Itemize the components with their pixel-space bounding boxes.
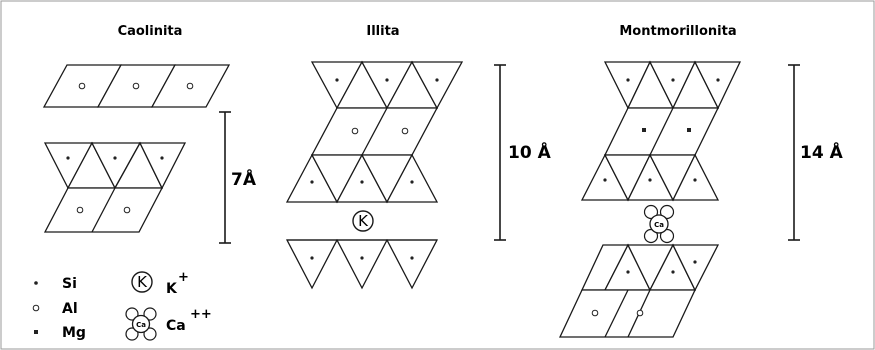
- kaolinite-tetrahedral-sheet: [43, 141, 187, 190]
- title-illite: Illita: [366, 24, 399, 39]
- illite-potassium-symbol: K: [358, 212, 369, 230]
- legend-potassium-charge: +: [178, 270, 189, 285]
- montmorillonite-top-tetrahedral-sheet: [603, 60, 742, 110]
- illite-structure: K 10 Å: [285, 60, 552, 290]
- legend-mg-label: Mg: [62, 325, 86, 341]
- kaolinite-top-octahedral-sheet: [42, 64, 231, 108]
- montmorillonite-spacing-label: 14 Å: [800, 140, 844, 163]
- montmorillonite-lower-tetrahedral-sheet: [580, 243, 720, 292]
- title-kaolinite: Caolinita: [118, 24, 183, 39]
- legend-mg-symbol: [34, 330, 38, 334]
- montmorillonite-calcium-ion: Ca: [643, 204, 675, 244]
- kaolinite-structure: 7Å: [42, 64, 257, 244]
- legend-calcium-label: Ca: [166, 318, 186, 334]
- legend-al-symbol: [32, 304, 40, 312]
- montmorillonite-bottom-tetrahedral-sheet: [580, 153, 720, 202]
- kaolinite-spacing-label: 7Å: [231, 167, 257, 190]
- montmorillonite-structure: Ca 14 Å: [558, 60, 844, 338]
- title-montmorillonite: Montmorillonita: [619, 24, 736, 39]
- illite-dimension-bar: [494, 64, 506, 241]
- legend-potassium-symbol: K: [131, 271, 153, 293]
- illite-potassium-ion: K: [352, 210, 374, 232]
- kaolinite-dimension-bar: [219, 111, 231, 244]
- kaolinite-bottom-octahedral-sheet: [43, 187, 164, 233]
- svg-text:K: K: [137, 273, 148, 291]
- legend-potassium-label: K: [166, 281, 178, 297]
- legend-al-label: Al: [62, 301, 78, 317]
- illite-bottom-tetrahedral-sheet: [285, 153, 439, 204]
- montmorillonite-octahedral-sheet: [603, 107, 720, 156]
- montmorillonite-calcium-symbol: Ca: [654, 221, 664, 229]
- legend-calcium-symbol: Ca: [125, 307, 157, 341]
- illite-lower-tetrahedral-sheet: [285, 239, 439, 290]
- legend-si-symbol: [34, 281, 38, 285]
- legend: Si Al Mg K K + Ca Ca ++: [32, 270, 212, 341]
- illite-octahedral-sheet: [310, 107, 439, 156]
- illite-spacing-label: 10 Å: [508, 140, 552, 163]
- montmorillonite-dimension-bar: [788, 64, 800, 241]
- illite-top-tetrahedral-sheet: [310, 60, 464, 110]
- legend-si-label: Si: [62, 276, 77, 292]
- montmorillonite-lower-octahedral-sheet: [558, 289, 697, 338]
- svg-text:Ca: Ca: [136, 321, 146, 329]
- legend-calcium-charge: ++: [190, 307, 212, 322]
